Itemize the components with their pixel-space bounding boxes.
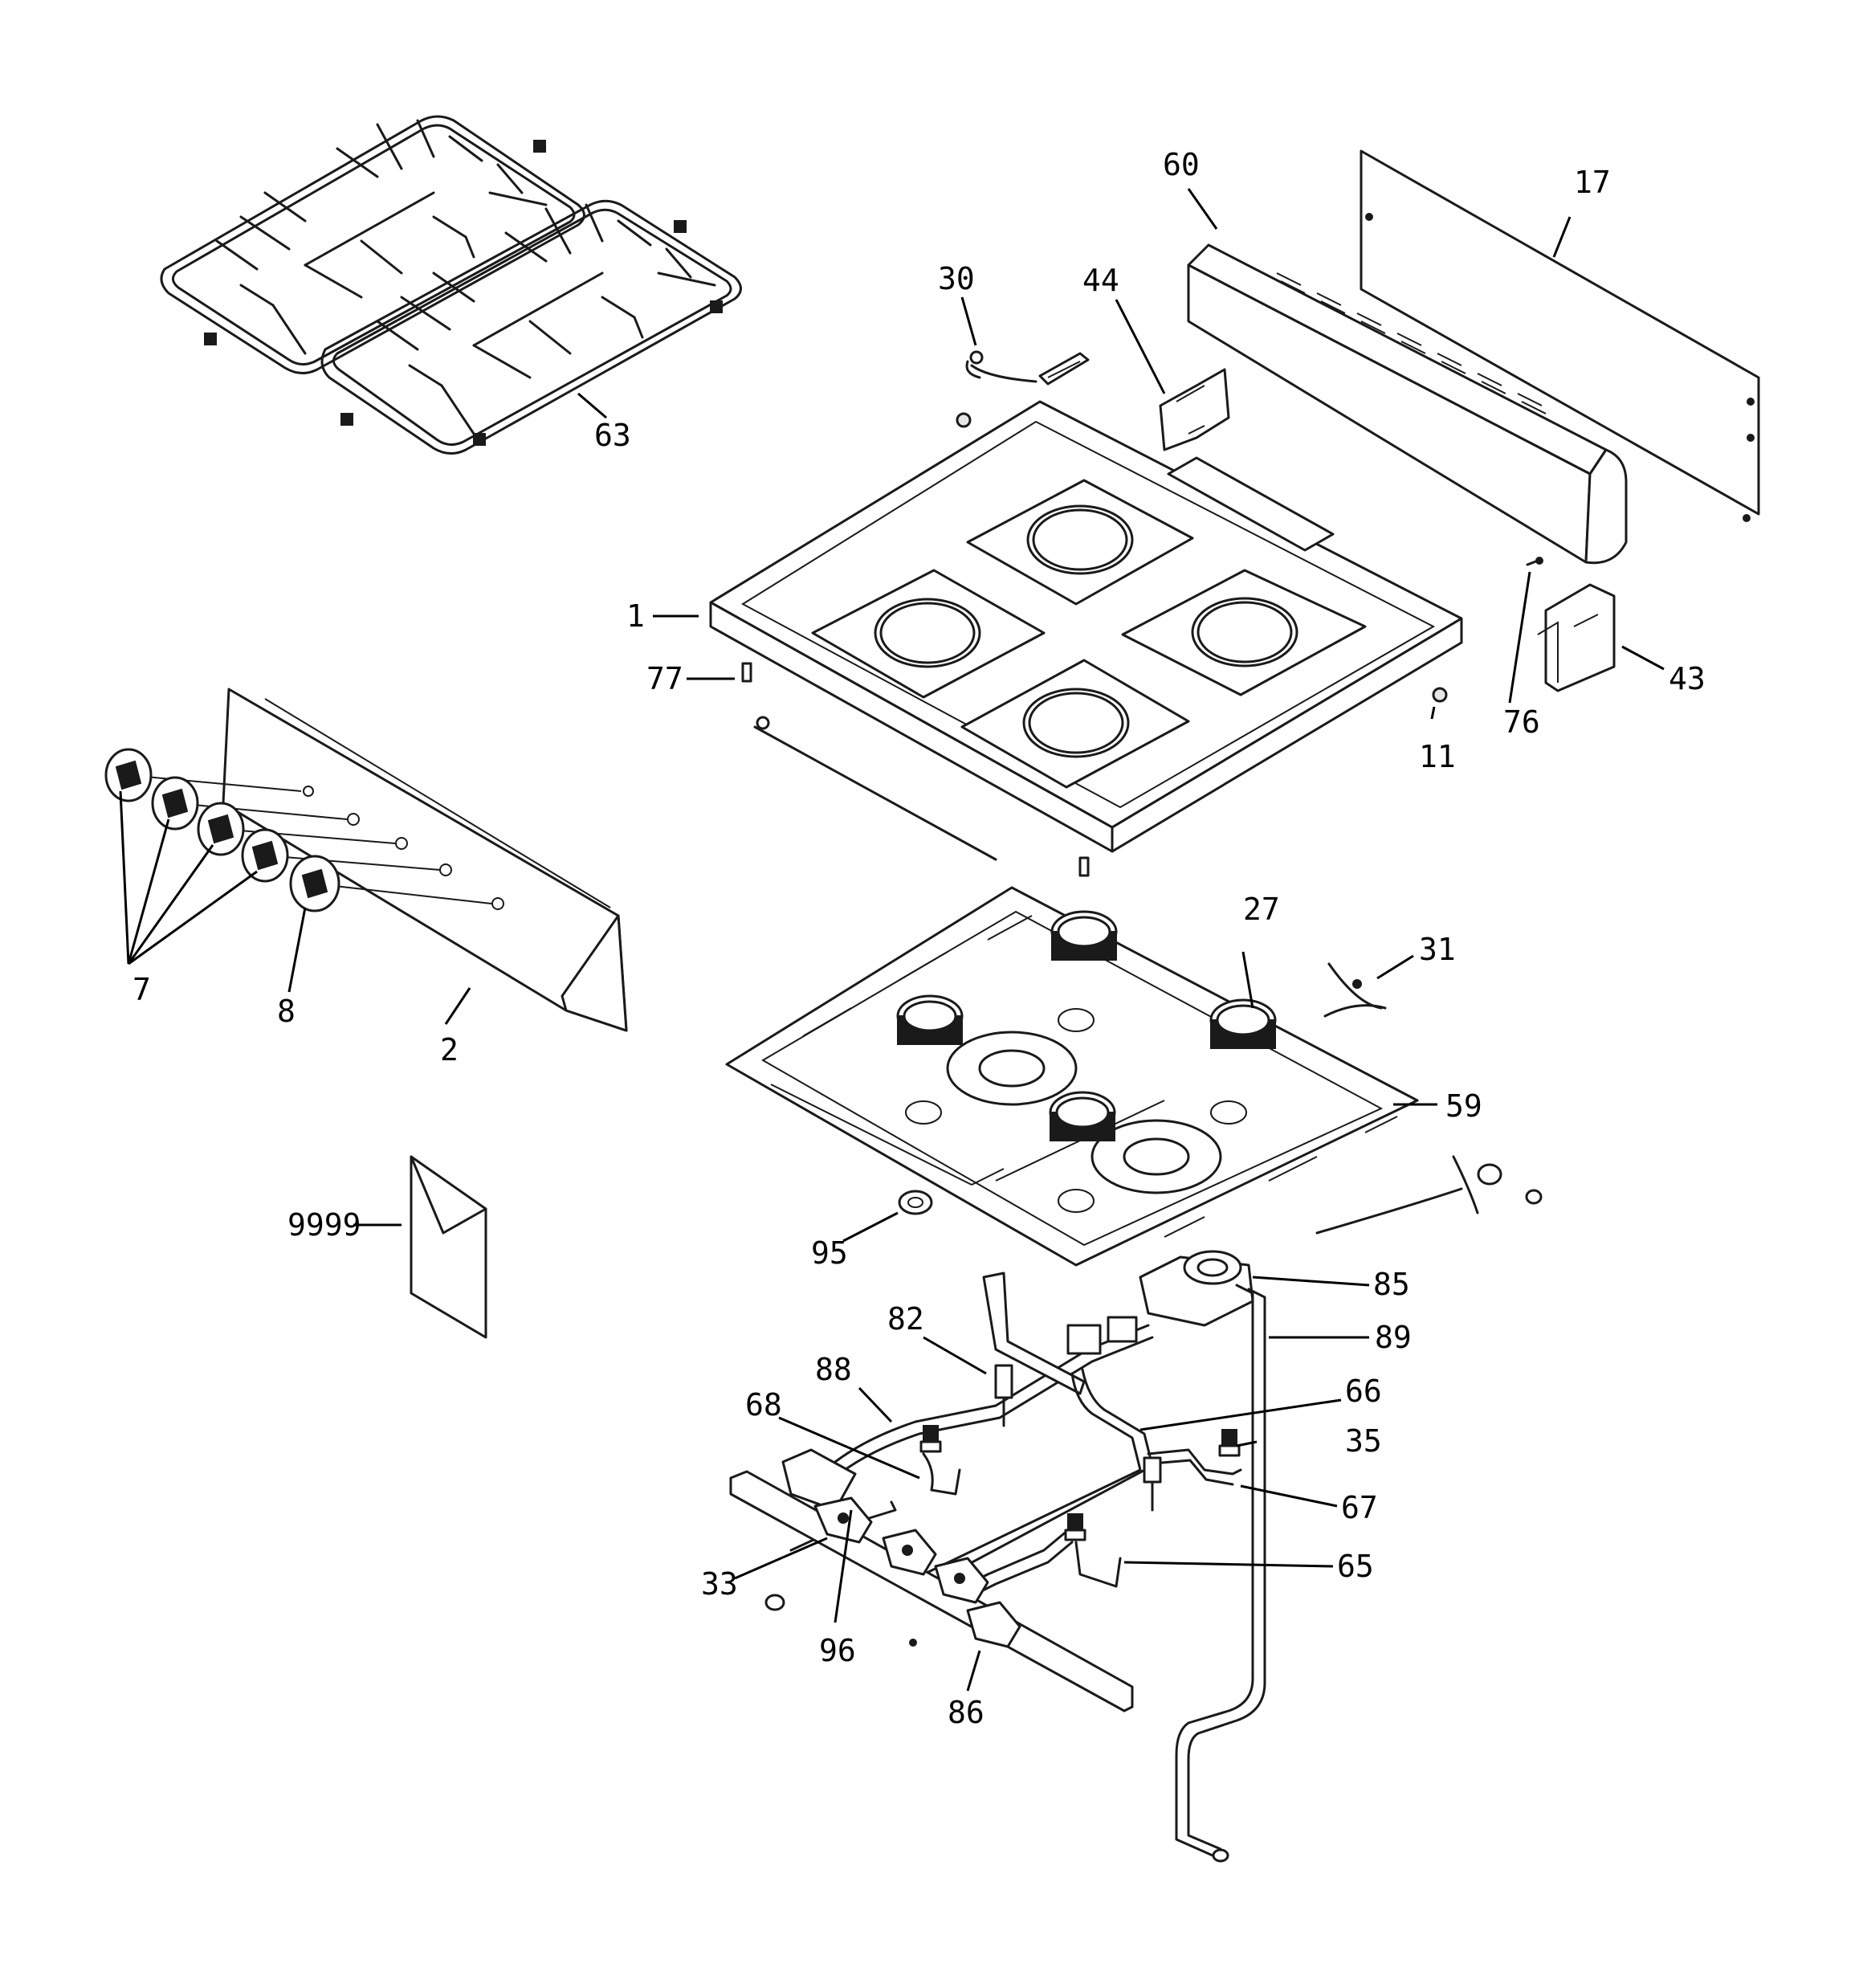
rod-and-pins <box>741 662 1448 877</box>
fitting-35 <box>1218 1429 1241 1457</box>
regulator-85 <box>1139 1250 1254 1327</box>
tubes-65-66-67-68 <box>789 1368 1242 1608</box>
callout-11: 11 <box>1419 739 1456 774</box>
callout-77: 77 <box>646 661 683 696</box>
burner-head-b <box>896 994 964 1045</box>
callout-68: 68 <box>745 1387 782 1423</box>
manifold-88 <box>834 1316 1154 1476</box>
callout-82: 82 <box>887 1301 924 1337</box>
callout-2: 2 <box>440 1032 459 1067</box>
callout-1: 1 <box>626 598 645 634</box>
callout-88: 88 <box>815 1352 852 1387</box>
callout-66: 66 <box>1345 1374 1382 1409</box>
clip-30 <box>965 350 1090 386</box>
burner-head-a <box>1050 910 1118 961</box>
bracket-44 <box>1159 368 1230 451</box>
grate-feet <box>204 140 723 446</box>
burner-head-d <box>1049 1091 1116 1141</box>
callout-86: 86 <box>948 1695 984 1730</box>
leader-lines <box>119 188 1665 1692</box>
callout-65: 65 <box>1337 1549 1374 1584</box>
callout-labels: 1 2 7 8 11 17 27 30 31 33 35 43 44 59 60… <box>132 147 1706 1730</box>
callout-17: 17 <box>1574 165 1611 200</box>
knob-7a <box>104 748 153 802</box>
grate-right <box>320 199 742 455</box>
callout-43: 43 <box>1669 661 1706 696</box>
callout-31: 31 <box>1419 932 1456 967</box>
fitting-68 <box>919 1425 942 1453</box>
maintop <box>709 400 1463 853</box>
knob-8 <box>289 855 340 912</box>
valve-rail <box>729 1448 1134 1712</box>
callout-9999: 9999 <box>287 1207 361 1243</box>
callout-30: 30 <box>938 261 975 296</box>
screw-76 <box>1526 557 1543 566</box>
callout-8: 8 <box>277 994 296 1029</box>
literature-envelope <box>410 1155 487 1339</box>
knob-7b <box>151 776 199 831</box>
callout-60: 60 <box>1163 147 1200 182</box>
callout-63: 63 <box>594 418 631 453</box>
side-bracket-43 <box>1537 583 1616 692</box>
callout-44: 44 <box>1082 263 1119 298</box>
knob-7c <box>197 802 245 856</box>
loose-nuts <box>764 1594 917 1647</box>
burner-box <box>725 886 1419 1267</box>
burner-head-27 <box>1209 998 1277 1049</box>
grate-left <box>160 115 585 374</box>
callout-96: 96 <box>819 1633 856 1668</box>
callout-67: 67 <box>1341 1490 1378 1525</box>
callout-89: 89 <box>1375 1320 1412 1355</box>
nuts-right <box>1315 1155 1543 1235</box>
nut-95 <box>898 1190 933 1215</box>
nut-top-left <box>956 412 972 428</box>
callout-35: 35 <box>1345 1423 1382 1459</box>
control-console <box>1187 243 1628 565</box>
callout-85: 85 <box>1373 1267 1410 1302</box>
switch-small <box>1143 1456 1162 1512</box>
callout-33: 33 <box>701 1566 738 1602</box>
callout-76: 76 <box>1503 704 1540 740</box>
screw-31 <box>1323 962 1387 1018</box>
callout-95: 95 <box>811 1235 848 1271</box>
callout-27: 27 <box>1243 892 1280 927</box>
backsplash-panel <box>1360 149 1760 522</box>
control-panel <box>128 688 628 1032</box>
fitting-65 <box>1064 1513 1086 1541</box>
callout-7: 7 <box>132 972 151 1007</box>
callout-59: 59 <box>1445 1088 1482 1124</box>
knob-7d <box>241 828 289 883</box>
supply-tube-89 <box>1175 1284 1266 1863</box>
